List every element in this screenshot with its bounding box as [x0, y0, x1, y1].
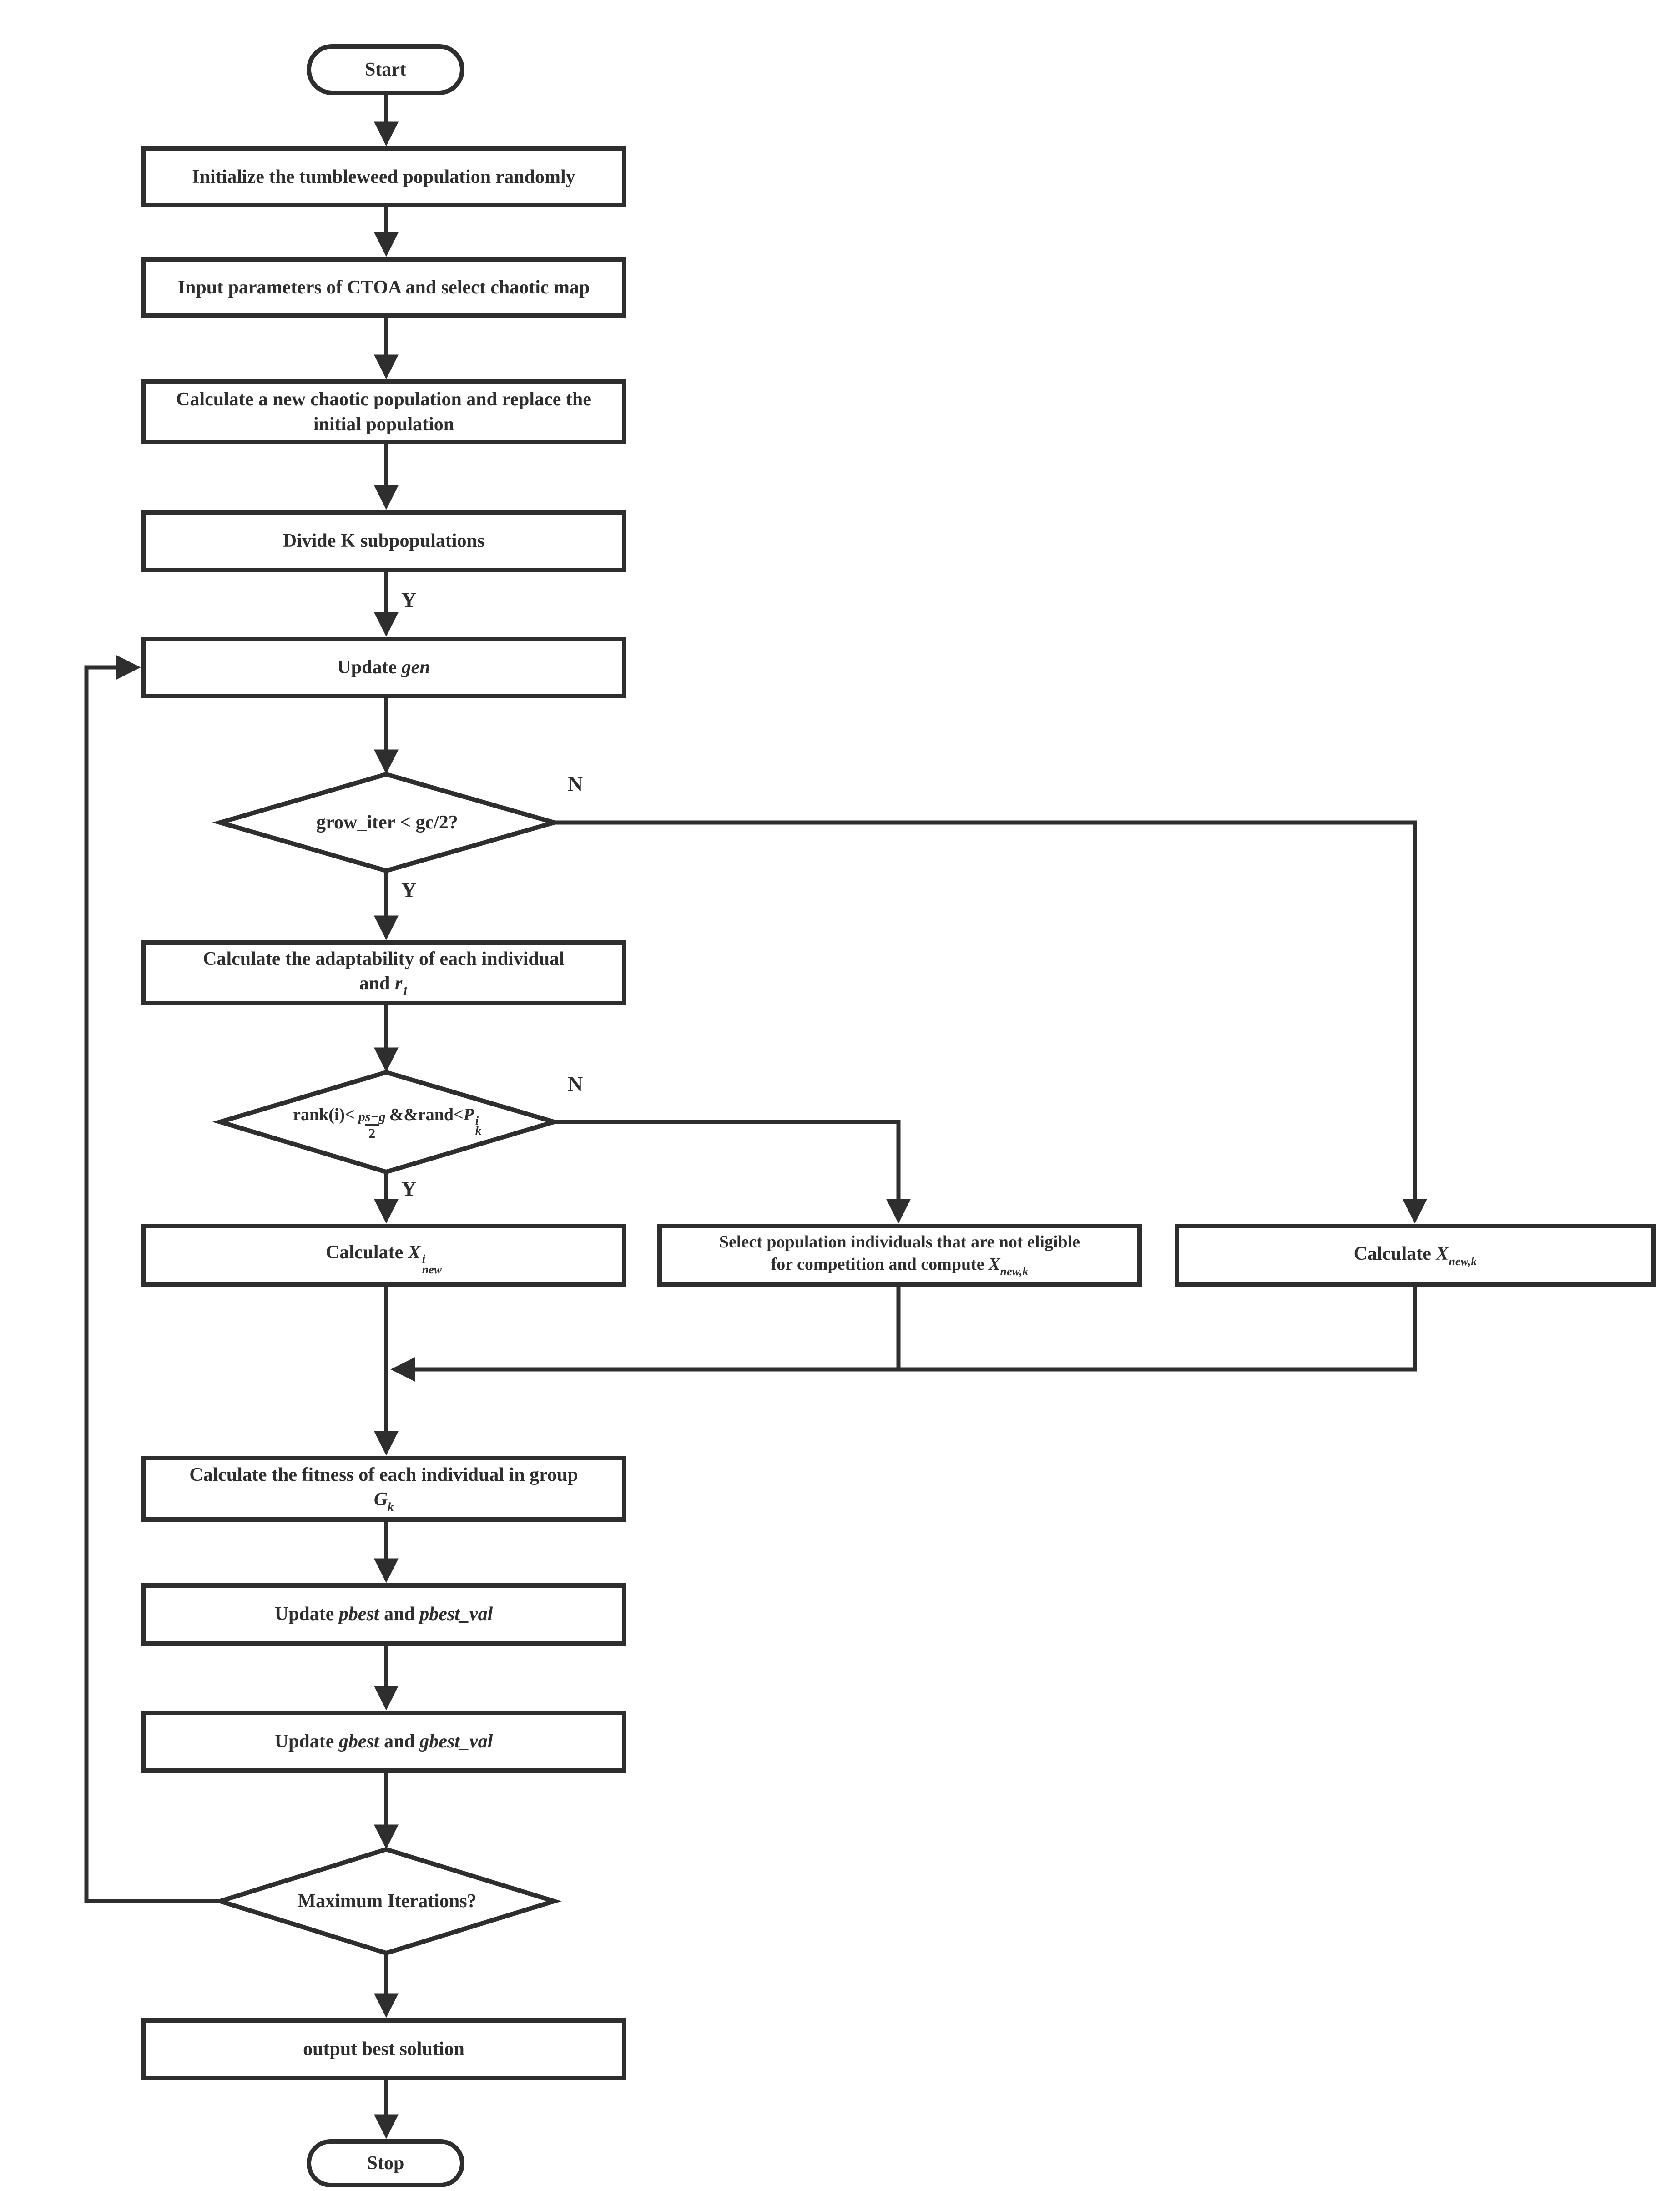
step-update-pbest: Update pbest and pbest_val — [141, 1583, 626, 1646]
step-fitness-group: Calculate the fitness of each individual… — [141, 1456, 626, 1522]
branch-label-no-decision2: N — [568, 1072, 583, 1096]
decision-max-iterations-label: Maximum Iterations? — [298, 1891, 477, 1912]
edge-decision1-no-calcxk — [554, 820, 1427, 1224]
step-input-parameters: Input parameters of CTOA and select chao… — [141, 257, 626, 318]
step-chaotic-population: Calculate a new chaotic population and r… — [141, 379, 626, 444]
branch-label-yes-decision1: Y — [401, 878, 417, 902]
step-output-best-solution: output best solution — [141, 2018, 626, 2080]
step-initialize-population: Initialize the tumbleweed population ran… — [141, 146, 626, 207]
edge-loopback-updategen — [84, 655, 220, 1903]
stop-terminal: Stop — [307, 2139, 464, 2187]
branch-label-yes-divide: Y — [401, 588, 417, 611]
step-calculate-xnew-k: Calculate Xnew,k — [1175, 1224, 1656, 1287]
step-select-population: Select population individuals that are n… — [657, 1224, 1142, 1287]
decision-rank-shape — [212, 1070, 562, 1175]
step-update-gen: Update gen — [141, 637, 626, 698]
edge-decision2-no-selectpop — [554, 1120, 911, 1224]
branch-label-no-decision1: N — [568, 772, 583, 795]
branch-label-yes-decision2: Y — [401, 1177, 417, 1200]
decision-max-iterations-shape — [212, 1847, 562, 1956]
decision-grow-iter-shape — [212, 772, 563, 873]
step-adaptability: Calculate the adaptability of each indiv… — [141, 940, 626, 1005]
start-terminal: Start — [307, 44, 464, 95]
step-update-gbest: Update gbest and gbest_val — [141, 1711, 626, 1773]
step-divide-subpopulations: Divide K subpopulations — [141, 510, 626, 572]
edge-calcxk-merge — [390, 1287, 1417, 1382]
decision-grow-iter-label: grow_iter < gc/2? — [316, 812, 458, 833]
